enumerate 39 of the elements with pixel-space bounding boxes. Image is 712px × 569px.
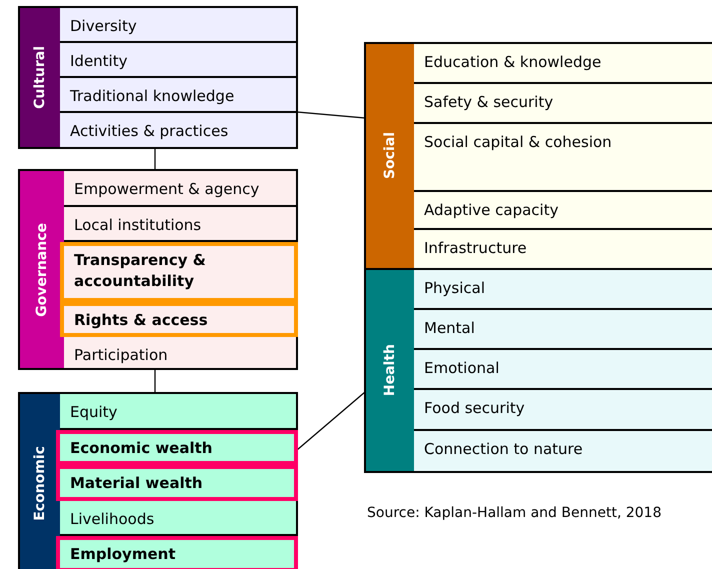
indicator-row: Education & knowledge — [414, 44, 712, 84]
domain-panel — [18, 392, 298, 569]
indicator-row: Infrastructure — [414, 230, 712, 270]
domain-panel — [364, 268, 712, 473]
indicator-row: Diversity — [60, 8, 296, 43]
indicator-row: Empowerment & agency — [64, 171, 296, 207]
domain-label: Economic — [32, 446, 48, 520]
connector-line — [296, 392, 366, 450]
domain-label: Governance — [34, 222, 50, 316]
indicator-row: Mental — [414, 310, 712, 350]
domain-label: Social — [382, 132, 398, 180]
indicator-row: Livelihoods — [60, 501, 296, 536]
indicator-row: Participation — [64, 337, 296, 368]
indicator-row: Rights & access — [60, 302, 298, 337]
indicator-row: Activities & practices — [60, 113, 296, 147]
indicator-row: Emotional — [414, 350, 712, 390]
domain-panel — [18, 6, 298, 149]
connector-line — [296, 111, 366, 119]
indicator-row: Employment — [56, 536, 298, 569]
source-caption: Source: Kaplan-Hallam and Bennett, 2018 — [367, 505, 662, 521]
indicator-row: Food security — [414, 390, 712, 431]
indicator-row: Physical — [414, 270, 712, 310]
domain-label: Cultural — [32, 46, 48, 109]
domain-panel — [364, 42, 712, 270]
indicator-row: Identity — [60, 43, 296, 78]
indicator-row: Traditional knowledge — [60, 78, 296, 113]
indicator-row: Connection to nature — [414, 431, 712, 471]
indicator-row: Economic wealth — [56, 430, 298, 465]
indicator-row: Equity — [60, 394, 296, 430]
connector-line — [154, 148, 156, 170]
indicator-row: Safety & security — [414, 84, 712, 124]
indicator-row: Adaptive capacity — [414, 192, 712, 230]
indicator-row: Local institutions — [64, 207, 296, 242]
domain-label: Health — [382, 344, 398, 397]
indicator-row: Material wealth — [56, 465, 298, 501]
connector-line — [154, 369, 156, 393]
indicator-row: Social capital & cohesion — [414, 124, 712, 192]
indicator-row: Transparency & accountability — [60, 242, 298, 302]
domain-panel — [18, 169, 298, 370]
